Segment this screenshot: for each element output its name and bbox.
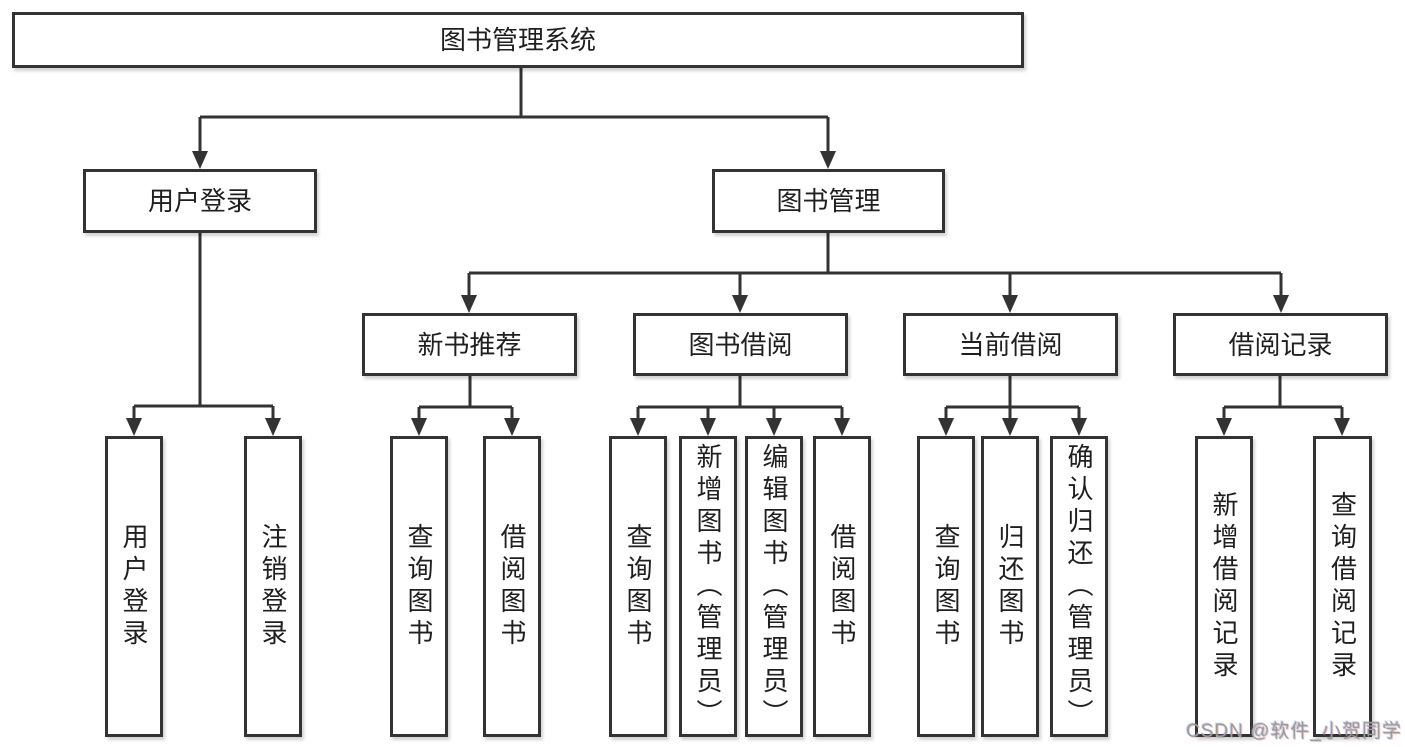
leaf-label: 新增借阅记录 <box>1209 490 1239 683</box>
leaf-query-borrow-record: 查询借阅记录 <box>1313 436 1372 737</box>
node-new-book-recommendation: 新书推荐 <box>362 313 577 376</box>
leaf-label: 查询图书 <box>404 522 434 651</box>
leaf-label: 注销登录 <box>258 522 288 651</box>
leaf-add-borrow-record: 新增借阅记录 <box>1195 436 1253 737</box>
leaf-label: 借阅图书 <box>827 522 857 651</box>
arrowhead <box>700 418 716 436</box>
connector-book-management-to-level2 <box>461 233 1289 313</box>
node-book-borrowing: 图书借阅 <box>633 313 848 376</box>
arrowhead <box>126 418 142 436</box>
arrowhead <box>820 151 836 169</box>
connector-root-to-level1 <box>192 68 836 169</box>
leaf-logout-login: 注销登录 <box>244 436 302 737</box>
arrowhead <box>834 418 850 436</box>
leaf-return-books: 归还图书 <box>981 436 1039 737</box>
arrowhead <box>1002 418 1018 436</box>
node-book-management: 图书管理 <box>712 169 945 233</box>
leaf-label: 查询借阅记录 <box>1327 490 1358 683</box>
leaf-label: 借阅图书 <box>497 522 527 651</box>
connector-borrowing-records-to-leaves <box>1216 376 1350 436</box>
arrowhead <box>732 295 748 313</box>
connector-user-login-to-leaves <box>126 233 281 436</box>
connector-new-book-recommendation-to-leaves <box>411 376 520 436</box>
leaf-confirm-return-admin: 确认归还（管理员） <box>1050 436 1108 737</box>
leaf-borrow-books-recommend: 借阅图书 <box>483 436 541 737</box>
connector-book-borrowing-to-leaves <box>630 376 850 436</box>
arrowhead <box>938 418 954 436</box>
leaf-label: 编辑图书（管理员） <box>759 442 789 731</box>
leaf-label: 归还图书 <box>995 522 1025 651</box>
arrowhead <box>1273 295 1289 313</box>
leaf-label: 查询图书 <box>623 522 653 651</box>
arrowhead <box>1002 295 1018 313</box>
arrowhead <box>630 418 646 436</box>
arrowhead <box>1216 418 1232 436</box>
node-borrowing-records: 借阅记录 <box>1173 313 1388 376</box>
node-current-borrowing: 当前借阅 <box>903 313 1118 376</box>
arrowhead <box>1334 418 1350 436</box>
leaf-query-books-current: 查询图书 <box>917 436 975 737</box>
arrowhead <box>1071 418 1087 436</box>
leaf-user-login: 用户登录 <box>105 436 163 737</box>
leaf-query-books-recommend: 查询图书 <box>390 436 448 737</box>
node-user-login: 用户登录 <box>83 169 317 233</box>
leaf-query-books-borrowing: 查询图书 <box>609 436 667 737</box>
csdn-watermark: CSDN @软件_小贺同学 <box>1186 721 1402 742</box>
leaf-label: 确认归还（管理员） <box>1064 442 1094 731</box>
arrowhead <box>265 418 281 436</box>
leaf-label: 查询图书 <box>931 522 961 651</box>
leaf-borrow-books-borrowing: 借阅图书 <box>813 436 871 737</box>
arrowhead <box>504 418 520 436</box>
arrowhead <box>192 151 208 169</box>
leaf-add-books-admin: 新增图书（管理员） <box>679 436 737 737</box>
leaf-label: 用户登录 <box>119 522 149 651</box>
leaf-label: 新增图书（管理员） <box>693 442 723 731</box>
connector-current-borrowing-to-leaves <box>938 376 1087 436</box>
leaf-edit-books-admin: 编辑图书（管理员） <box>745 436 803 737</box>
arrowhead <box>766 418 782 436</box>
arrowhead <box>411 418 427 436</box>
node-library-management-system: 图书管理系统 <box>12 12 1024 68</box>
arrowhead <box>461 295 477 313</box>
